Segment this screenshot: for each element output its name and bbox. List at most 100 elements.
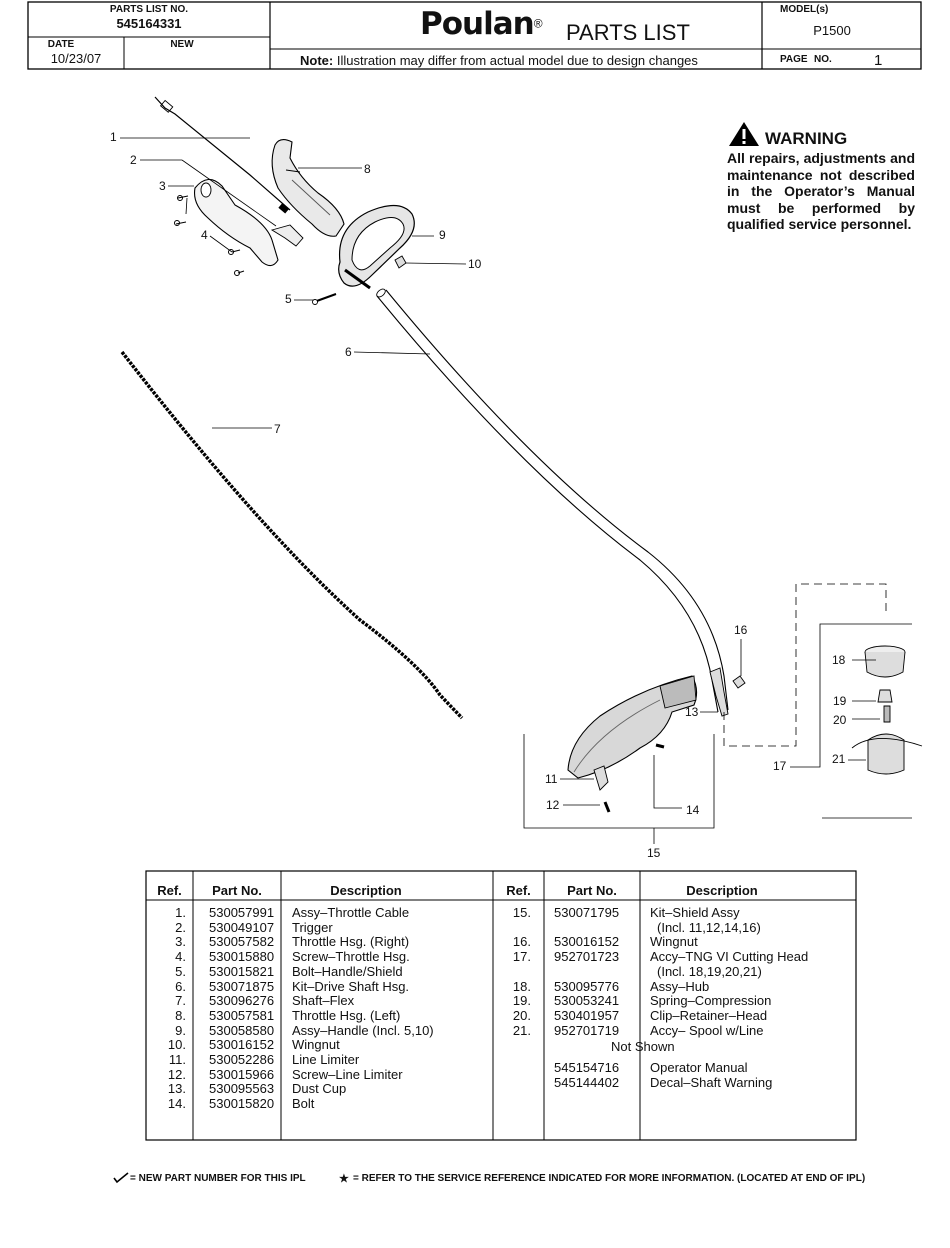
footer-service-ref-note: = REFER TO THE SERVICE REFERENCE INDICAT…	[353, 1173, 866, 1184]
part-description: Assy–Hub	[650, 978, 710, 994]
part-description: Throttle Hsg. (Right)	[292, 934, 410, 950]
bolt-5	[313, 293, 337, 303]
warning-title: WARNING	[765, 129, 848, 148]
part-number: 952701723	[554, 949, 620, 965]
brand-name: Poulan	[420, 6, 535, 42]
page-number: 1	[874, 52, 883, 69]
part-number: 530095563	[209, 1081, 275, 1097]
callout-17: 17	[773, 759, 787, 773]
callout-9: 9	[439, 228, 446, 242]
screw-12	[603, 801, 611, 813]
part-description: Screw–Line Limiter	[292, 1066, 403, 1082]
part-description: Wingnut	[650, 934, 698, 950]
callout-11: 11	[545, 772, 558, 786]
throttle-housing-left	[271, 139, 345, 237]
part-description: Throttle Hsg. (Left)	[292, 1007, 401, 1023]
ref-number: 2.	[175, 919, 186, 935]
part-description: Kit–Shield Assy	[650, 905, 740, 920]
ref-number: 10.	[167, 1037, 186, 1053]
col-ref-left: Ref.	[157, 883, 182, 898]
part-number: 530401957	[554, 1007, 620, 1023]
ref-number: 15.	[512, 905, 531, 920]
part-description: Kit–Drive Shaft Hsg.	[292, 978, 410, 994]
ref-number: 12.	[167, 1066, 186, 1082]
part-description: Spring–Compression	[650, 993, 772, 1009]
leader-lines	[120, 137, 912, 844]
col-part-right: Part No.	[567, 883, 617, 898]
part-description: Screw–Throttle Hsg.	[292, 949, 410, 965]
page-title: PARTS LIST	[566, 20, 690, 45]
part-number: 530015821	[209, 963, 275, 979]
col-part-left: Part No.	[212, 883, 262, 898]
part-description: Operator Manual	[650, 1060, 748, 1075]
part-number: 530095776	[554, 978, 620, 994]
ref-number: 17.	[512, 949, 531, 965]
part-description: Wingnut	[292, 1037, 340, 1053]
part-description: Bolt–Handle/Shield	[292, 963, 403, 979]
part-number: 530016152	[554, 934, 620, 950]
callout-8: 8	[364, 162, 371, 176]
part-description: Decal–Shaft Warning	[650, 1074, 773, 1090]
ref-number: 9.	[175, 1022, 186, 1038]
part-description: Trigger	[292, 919, 333, 935]
ref-number: 19.	[512, 993, 531, 1009]
ref-number: 8.	[175, 1007, 186, 1023]
part-description: Clip–Retainer–Head	[650, 1007, 768, 1023]
ref-number: 1.	[175, 905, 186, 920]
ref-number: 4.	[175, 949, 186, 965]
callout-13: 13	[685, 705, 699, 719]
col-ref-right: Ref.	[506, 883, 531, 898]
part-description: Shaft–Flex	[292, 993, 355, 1009]
part-description: Dust Cup	[292, 1081, 347, 1097]
callout-20: 20	[833, 713, 847, 727]
dust-cup	[709, 667, 729, 717]
ref-number: 20.	[512, 1007, 531, 1023]
part-number: 545154716	[554, 1060, 620, 1075]
bolt-14	[655, 743, 665, 749]
callout-2: 2	[130, 153, 137, 167]
ref-number: 21.	[512, 1022, 531, 1038]
part-number: 530071795	[554, 905, 620, 920]
flex-shaft	[120, 350, 464, 720]
part-number: 530015820	[209, 1096, 275, 1112]
screws-throttle	[174, 195, 245, 276]
callout-4: 4	[201, 228, 208, 242]
part-description-sub: (Incl. 11,12,14,16)	[657, 919, 761, 935]
trigger	[270, 224, 304, 247]
callout-18: 18	[832, 653, 846, 667]
callout-5: 5	[285, 292, 292, 306]
ref-number: 5.	[175, 963, 186, 979]
check-mark-icon	[113, 1172, 129, 1184]
header-frame	[27, 1, 922, 70]
callout-14: 14	[686, 803, 700, 817]
part-number: 530057582	[209, 934, 275, 950]
part-description-sub: (Incl. 18,19,20,21)	[657, 963, 762, 979]
part-description: Assy–Handle (Incl. 5,10)	[292, 1022, 434, 1038]
star-icon: ★	[339, 1173, 349, 1185]
registered-mark: ®	[533, 16, 543, 31]
part-number: 530057581	[209, 1007, 275, 1023]
callout-15: 15	[647, 846, 661, 860]
cutting-head-parts	[851, 645, 923, 775]
part-number: 530057991	[209, 905, 275, 920]
callout-21: 21	[832, 752, 846, 766]
brand-logo: Poulan®	[420, 6, 543, 42]
new-label: NEW	[170, 39, 194, 50]
col-desc-left: Description	[330, 883, 402, 898]
part-number: 530096276	[209, 993, 275, 1009]
part-number: 952701719	[554, 1022, 620, 1038]
ref-number: 6.	[175, 978, 186, 994]
exploded-diagram	[120, 96, 923, 844]
part-description: Line Limiter	[292, 1052, 360, 1067]
part-description: Bolt	[292, 1096, 315, 1112]
ref-number: 11.	[168, 1052, 186, 1067]
wingnut-16	[732, 675, 746, 689]
part-number: 530052286	[209, 1052, 275, 1067]
callout-1: 1	[110, 130, 117, 144]
part-number: 530016152	[209, 1037, 275, 1053]
part-description: Accy–TNG VI Cutting Head	[650, 949, 809, 965]
ref-number: 7.	[175, 993, 186, 1009]
part-description: Accy– Spool w/Line	[650, 1022, 764, 1038]
callout-7: 7	[274, 422, 281, 436]
wingnut-10	[394, 255, 407, 269]
